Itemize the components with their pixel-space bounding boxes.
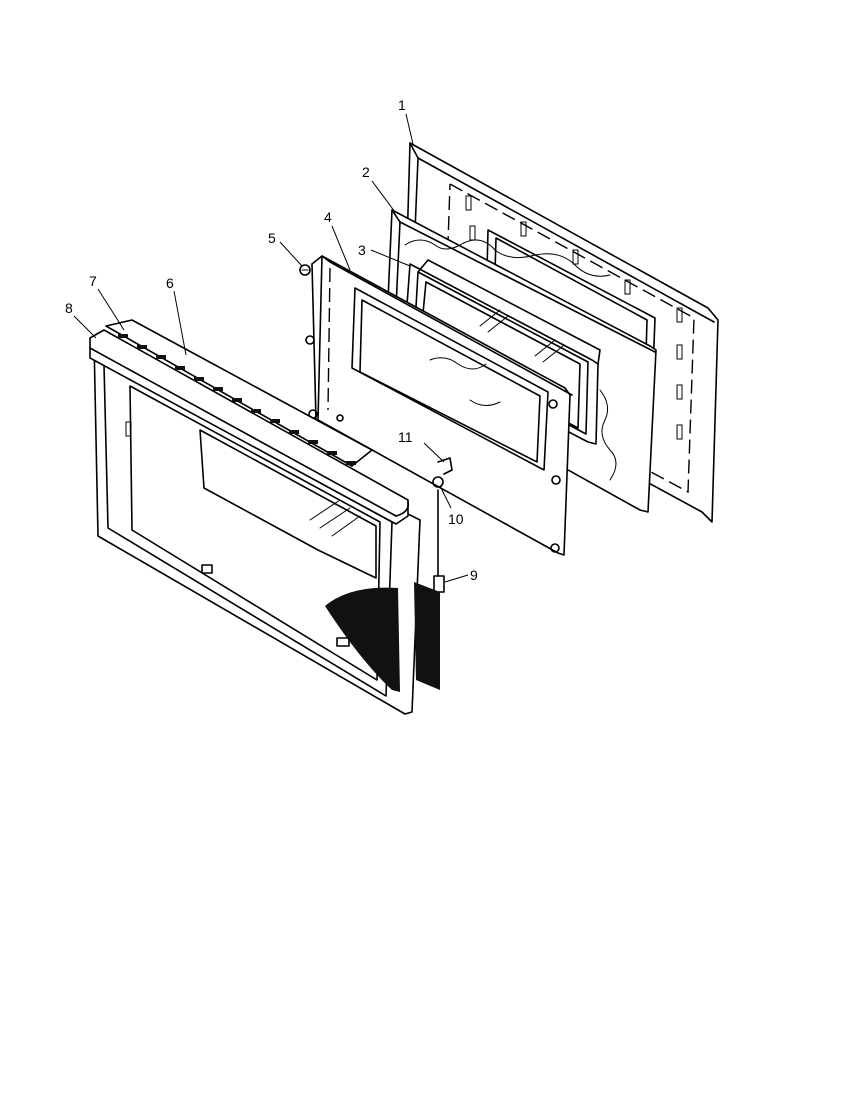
part-7-top-trim (89, 329, 410, 525)
callout-9: 9 (470, 567, 478, 583)
callout-2: 2 (362, 164, 370, 180)
vent-slots (118, 334, 356, 465)
callout-3: 3 (358, 242, 366, 258)
callout-10: 10 (448, 511, 464, 527)
liner-slots (465, 195, 683, 440)
callout-6: 6 (166, 275, 174, 291)
callout-11: 11 (398, 429, 413, 445)
leader-lines (73, 113, 469, 583)
callout-7: 7 (89, 273, 97, 289)
callouts: 1 2 3 4 5 6 7 8 9 10 11 (65, 97, 478, 583)
part-9-door-stop (433, 489, 445, 593)
part-6-vent-trim (105, 319, 373, 467)
part-5-screw (299, 264, 311, 276)
callout-5: 5 (268, 230, 276, 246)
part-8-outer-door-frame (93, 339, 440, 715)
callout-8: 8 (65, 300, 73, 316)
callout-4: 4 (324, 209, 332, 225)
callout-1: 1 (398, 97, 406, 113)
part-10-hinge-screw (432, 476, 444, 488)
part-11-hinge-bracket (437, 457, 453, 475)
